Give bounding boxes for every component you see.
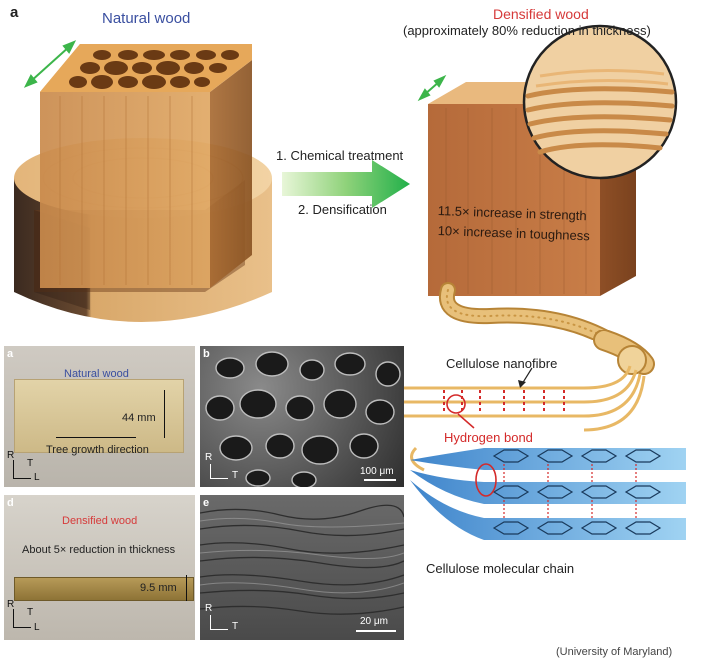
photo-b-label: b	[203, 348, 210, 360]
photo-a-title: Natural wood	[64, 368, 129, 380]
photo-b-axis-r: R	[205, 452, 212, 463]
cellulose-chain-label: Cellulose molecular chain	[426, 561, 574, 576]
photo-natural-wood: a Natural wood 44 mm Tree growth directi…	[4, 346, 195, 487]
natural-wood-illustration	[0, 0, 702, 340]
photo-d-label: d	[7, 497, 14, 509]
hydrogen-bond-label: Hydrogen bond	[444, 430, 533, 445]
photo-e-axis-t: T	[232, 621, 238, 632]
cube-side	[210, 60, 252, 288]
photo-d-title: Densified wood	[62, 515, 137, 527]
photo-densified-wood: d Densified wood About 5× reduction in t…	[4, 495, 195, 640]
photo-d-axis-l: L	[34, 622, 40, 633]
process-arrow	[282, 160, 410, 208]
step-densification: 2. Densification	[298, 202, 387, 217]
photo-sem-natural: b 100 μm R T	[200, 346, 404, 487]
photo-b-scale: 100 μm	[360, 466, 394, 477]
panel-a-label: a	[10, 4, 18, 21]
image-credit: (University of Maryland)	[556, 646, 672, 658]
panel-a-illustration: a Natural wood Densified wood (approxima…	[0, 0, 702, 340]
photo-sem-densified: e 20 μm R T	[200, 495, 404, 640]
natural-wood-title: Natural wood	[102, 10, 190, 27]
photo-e-scale: 20 μm	[360, 616, 388, 627]
densified-wood-title: Densified wood	[493, 6, 589, 22]
thickness-arrow-densified	[420, 77, 444, 99]
natural-block	[14, 379, 184, 453]
photo-e-label: e	[203, 497, 209, 509]
photo-a-axis-l: L	[34, 472, 40, 483]
step-chemical-treatment: 1. Chemical treatment	[276, 148, 403, 163]
photo-d-dimension: 9.5 mm	[140, 582, 177, 594]
photo-b-axis-t: T	[232, 470, 238, 481]
cube-front	[40, 92, 210, 288]
photo-a-axis-t: T	[27, 458, 33, 469]
photo-d-note: About 5× reduction in thickness	[22, 544, 175, 556]
photo-e-axis-r: R	[205, 603, 212, 614]
photo-a-dimension: 44 mm	[122, 412, 156, 424]
photo-a-label: a	[7, 348, 13, 360]
molecular-illustration: Cellulose nanofibre Hydrogen bond Cellul…	[404, 330, 702, 590]
cellulose-nanofibre-label: Cellulose nanofibre	[446, 356, 557, 371]
photo-d-axis-t: T	[27, 607, 33, 618]
densified-subtitle: (approximately 80% reduction in thicknes…	[403, 23, 651, 38]
photo-a-growth-label: Tree growth direction	[46, 444, 149, 456]
